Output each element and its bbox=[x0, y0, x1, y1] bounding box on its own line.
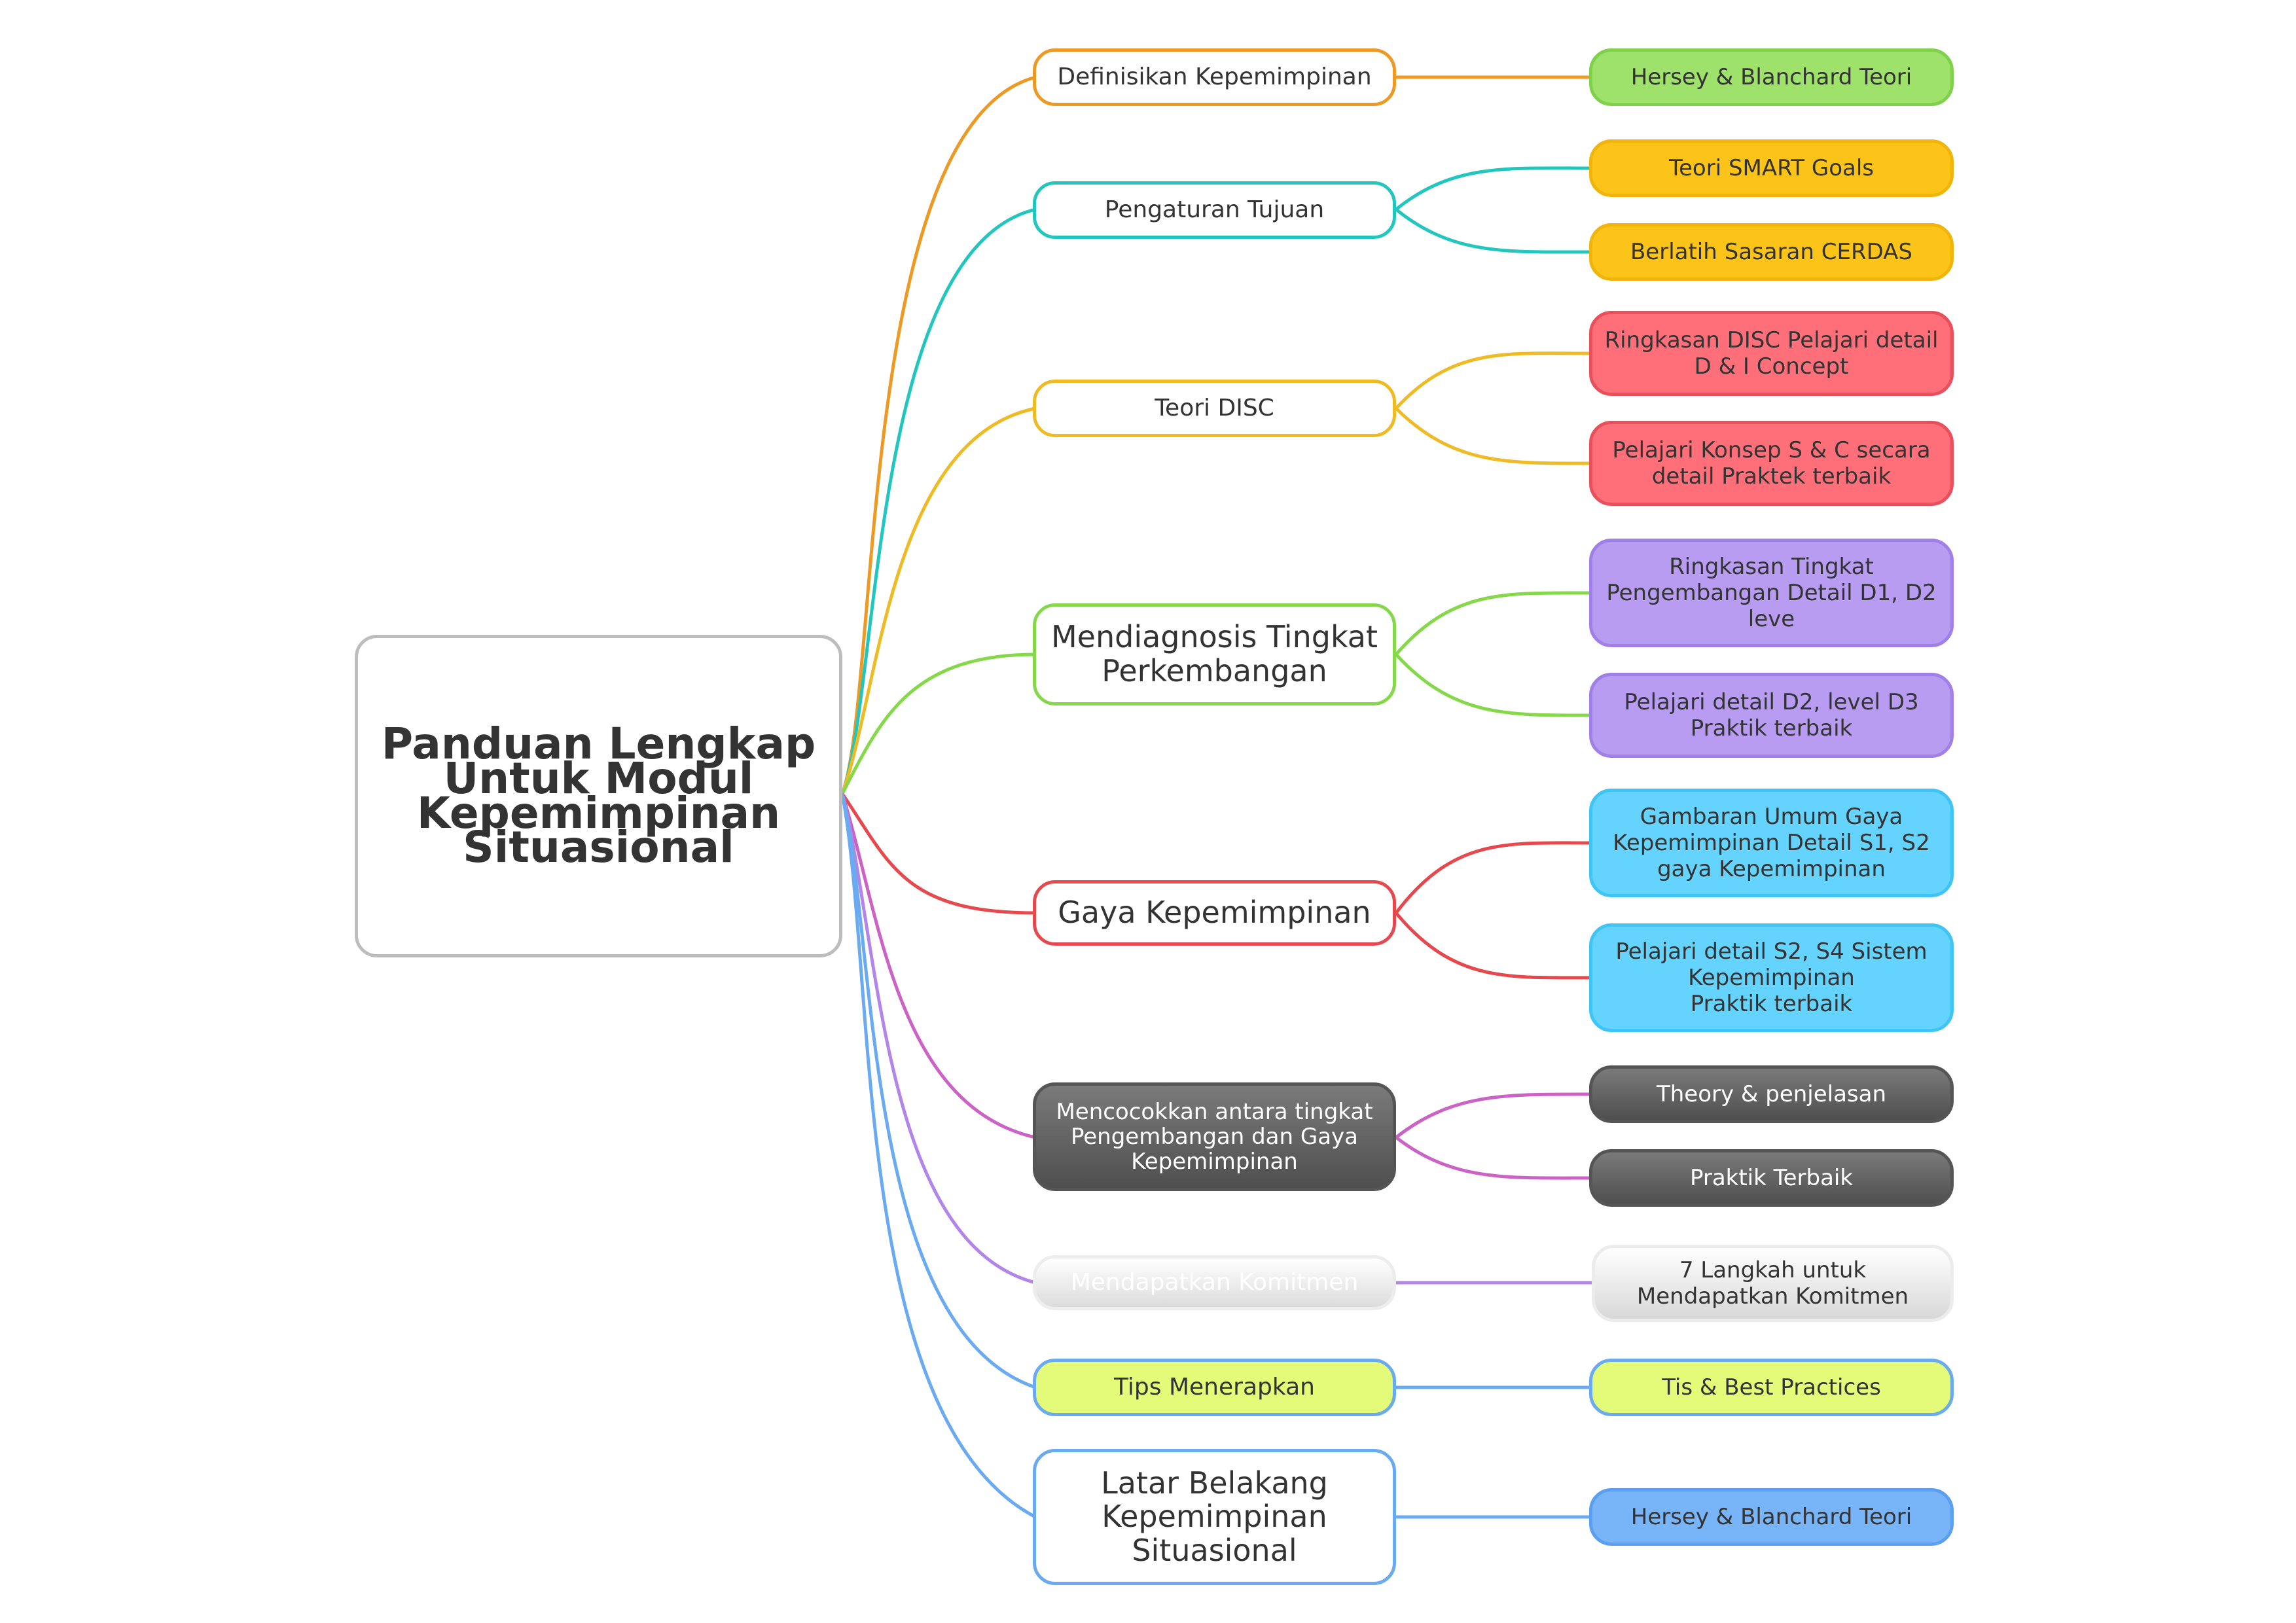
connector-root-disc bbox=[840, 406, 1036, 794]
leaf-label: Ringkasan Tingkat Pengembangan Detail D1… bbox=[1606, 553, 1937, 633]
leaf-pelajari-detail-d2-d3[interactable]: Pelajari detail D2, level D3 Praktik ter… bbox=[1589, 673, 1954, 758]
branch-gaya-kepemimpinan[interactable]: Gaya Kepemimpinan bbox=[1033, 880, 1396, 946]
connector-mendiagnosis-leaf1 bbox=[1395, 591, 1590, 656]
leaf-gambaran-umum-gaya[interactable]: Gambaran Umum Gaya Kepemimpinan Detail S… bbox=[1589, 789, 1954, 897]
branch-label: Mendiagnosis Tingkat Perkembangan bbox=[1050, 619, 1378, 688]
branch-label: Definisikan Kepemimpinan bbox=[1057, 63, 1372, 90]
leaf-hersey-blanchard-teori-2[interactable]: Hersey & Blanchard Teori bbox=[1589, 1488, 1954, 1546]
branch-mendapatkan-komitmen[interactable]: Mendapatkan Komitmen bbox=[1033, 1255, 1396, 1310]
root-topic[interactable]: Panduan Lengkap Untuk Modul Kepemimpinan… bbox=[355, 635, 842, 957]
connector-root-gaya bbox=[840, 793, 1036, 915]
branch-tips-menerapkan[interactable]: Tips Menerapkan bbox=[1033, 1359, 1396, 1416]
leaf-label: 7 Langkah untuk Mendapatkan Komitmen bbox=[1636, 1257, 1909, 1310]
root-topic-label: Panduan Lengkap Untuk Modul Kepemimpinan… bbox=[381, 718, 816, 873]
leaf-label: Pelajari detail D2, level D3 Praktik ter… bbox=[1624, 688, 1919, 741]
leaf-label: Hersey & Blanchard Teori bbox=[1630, 63, 1912, 90]
connector-disc-leaf2 bbox=[1395, 407, 1590, 465]
leaf-label: Theory & penjelasan bbox=[1656, 1080, 1887, 1107]
leaf-label: Teori SMART Goals bbox=[1669, 154, 1874, 181]
connector-root-mencocokkan bbox=[840, 793, 1036, 1139]
leaf-label: Berlatih Sasaran CERDAS bbox=[1630, 238, 1913, 265]
leaf-theory-penjelasan[interactable]: Theory & penjelasan bbox=[1589, 1065, 1954, 1123]
leaf-hersey-blanchard-teori[interactable]: Hersey & Blanchard Teori bbox=[1589, 48, 1954, 106]
leaf-label: Pelajari Konsep S & C secara detail Prak… bbox=[1612, 437, 1931, 490]
leaf-ringkasan-disc[interactable]: Ringkasan DISC Pelajari detail D & I Con… bbox=[1589, 311, 1954, 396]
leaf-label: Gambaran Umum Gaya Kepemimpinan Detail S… bbox=[1613, 803, 1930, 883]
leaf-praktik-terbaik[interactable]: Praktik Terbaik bbox=[1589, 1149, 1954, 1207]
connector-root-tips bbox=[840, 793, 1036, 1389]
leaf-ringkasan-tingkat-pengembangan[interactable]: Ringkasan Tingkat Pengembangan Detail D1… bbox=[1589, 539, 1954, 647]
leaf-pelajari-detail-s2-s4[interactable]: Pelajari detail S2, S4 Sistem Kepemimpin… bbox=[1589, 923, 1954, 1032]
leaf-label: Ringkasan DISC Pelajari detail D & I Con… bbox=[1604, 327, 1939, 380]
branch-latar-belakang[interactable]: Latar Belakang Kepemimpinan Situasional bbox=[1033, 1449, 1396, 1585]
branch-label: Latar Belakang Kepemimpinan Situasional bbox=[1101, 1465, 1328, 1568]
leaf-label: Tis & Best Practices bbox=[1662, 1374, 1881, 1400]
connector-root-latar bbox=[840, 793, 1037, 1519]
leaf-label: Praktik Terbaik bbox=[1689, 1164, 1854, 1191]
leaf-pelajari-konsep-sc[interactable]: Pelajari Konsep S & C secara detail Prak… bbox=[1589, 421, 1954, 506]
leaf-berlatih-sasaran-cerdas[interactable]: Berlatih Sasaran CERDAS bbox=[1589, 223, 1954, 281]
connector-mencocokkan-leaf1 bbox=[1395, 1092, 1590, 1139]
connector-root-mendiagnosis bbox=[840, 652, 1036, 795]
branch-label: Mencocokkan antara tingkat Pengembangan … bbox=[1056, 1098, 1373, 1175]
connector-mencocokkan-leaf2 bbox=[1395, 1136, 1590, 1180]
branch-mencocokkan-tingkat[interactable]: Mencocokkan antara tingkat Pengembangan … bbox=[1033, 1082, 1396, 1191]
branch-mendiagnosis-tingkat-perkembangan[interactable]: Mendiagnosis Tingkat Perkembangan bbox=[1033, 603, 1396, 705]
branch-pengaturan-tujuan[interactable]: Pengaturan Tujuan bbox=[1033, 181, 1396, 239]
branch-label: Teori DISC bbox=[1155, 394, 1274, 421]
branch-teori-disc[interactable]: Teori DISC bbox=[1033, 380, 1396, 437]
leaf-7-langkah-komitmen[interactable]: 7 Langkah untuk Mendapatkan Komitmen bbox=[1592, 1245, 1954, 1322]
branch-label: Mendapatkan Komitmen bbox=[1070, 1268, 1359, 1296]
connector-root-definisikan bbox=[840, 75, 1036, 794]
branch-label: Gaya Kepemimpinan bbox=[1058, 895, 1371, 931]
connector-mendiagnosis-leaf2 bbox=[1395, 653, 1590, 717]
branch-label: Tips Menerapkan bbox=[1114, 1373, 1315, 1400]
connector-disc-leaf1 bbox=[1395, 351, 1590, 410]
leaf-tis-best-practices[interactable]: Tis & Best Practices bbox=[1589, 1359, 1954, 1416]
branch-label: Pengaturan Tujuan bbox=[1104, 196, 1325, 223]
connector-root-pengaturan bbox=[840, 207, 1036, 794]
connector-pengaturan-leaf1 bbox=[1395, 166, 1590, 211]
leaf-teori-smart-goals[interactable]: Teori SMART Goals bbox=[1589, 139, 1954, 197]
connector-gaya-leaf2 bbox=[1395, 912, 1590, 980]
leaf-label: Hersey & Blanchard Teori bbox=[1630, 1503, 1912, 1530]
leaf-label: Pelajari detail S2, S4 Sistem Kepemimpin… bbox=[1615, 938, 1928, 1018]
connector-pengaturan-leaf2 bbox=[1395, 208, 1590, 254]
branch-definisikan-kepemimpinan[interactable]: Definisikan Kepemimpinan bbox=[1033, 48, 1396, 106]
connector-root-komitmen bbox=[840, 793, 1036, 1285]
connector-gaya-leaf1 bbox=[1395, 841, 1590, 914]
